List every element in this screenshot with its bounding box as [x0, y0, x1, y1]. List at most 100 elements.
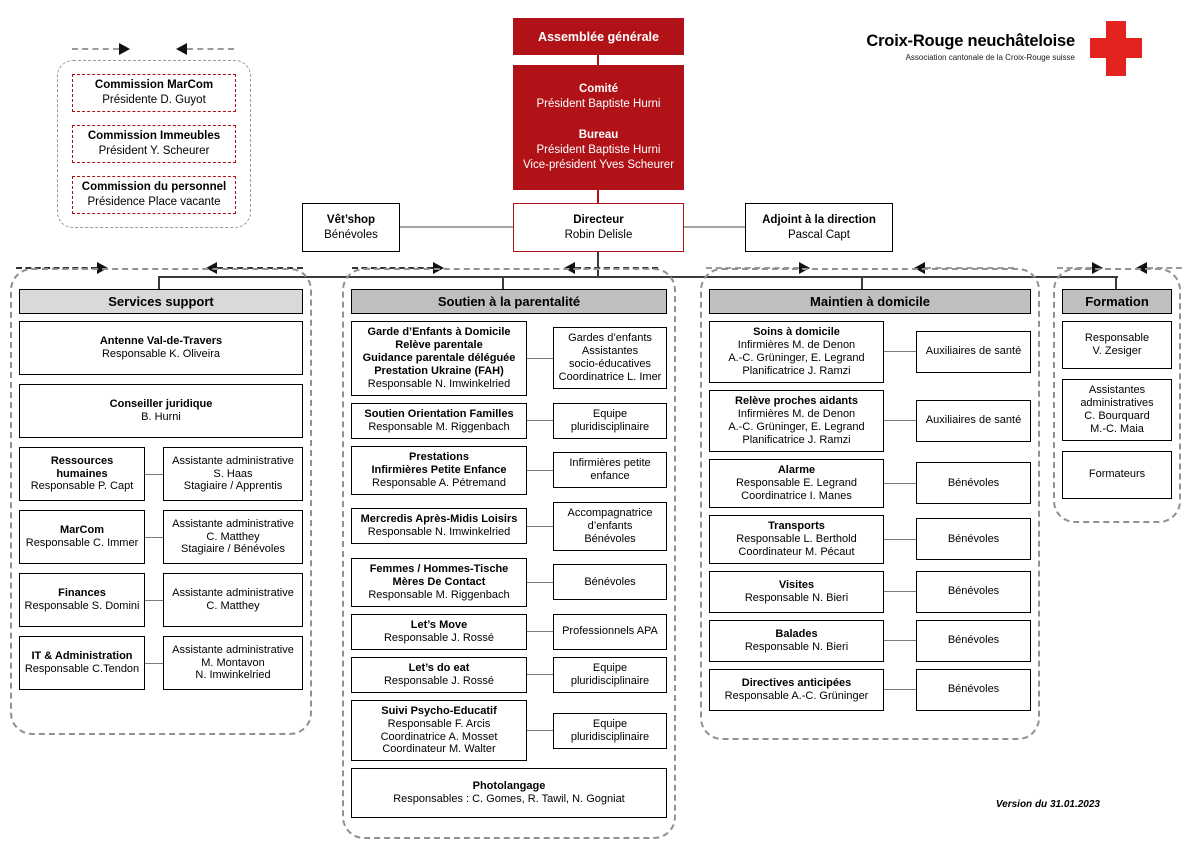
pair-connector-line — [884, 591, 916, 593]
box-title-line: humaines — [56, 467, 108, 480]
box-text-line: N. Imwinkelried — [195, 669, 271, 682]
box-text-line: Gardes d’enfants — [568, 332, 652, 345]
box-text-line: Responsable — [1084, 332, 1150, 345]
box-title-line: Prestation Ukraine (FAH) — [374, 364, 504, 377]
box-text-line: M.-C. Maia — [1090, 422, 1144, 435]
box-title-line: Let’s do eat — [408, 661, 470, 674]
box-text-line: Responsable A. Pétremand — [372, 476, 506, 489]
box-title-line: Prestations — [409, 450, 469, 463]
box-title-line: Soins à domicile — [753, 326, 840, 338]
box-formateurs: Formateurs — [1062, 450, 1172, 499]
box-text-line: Responsable J. Rossé — [383, 674, 495, 687]
adjoint-title: Adjoint à la direction — [762, 213, 876, 226]
box-text-line: Responsables : C. Gomes, R. Tawil, N. Go… — [393, 793, 625, 806]
pair-connector-line — [884, 640, 916, 642]
redbox-line: Vice-président Yves Scheurer — [522, 158, 675, 171]
box-text-line: Responsable N. Imwinkelried — [367, 526, 511, 539]
box-text-line: Responsable N. Imwinkelried — [367, 377, 511, 390]
pair-connector-line — [884, 538, 916, 540]
column-header-soutien-parentalite: Soutien à la parentalité — [351, 289, 667, 314]
connector-line — [861, 276, 863, 290]
box-text-line: Assistantes — [581, 345, 639, 358]
vetshop-sub: Bénévoles — [324, 228, 378, 241]
box-text-line: pluridisciplinaire — [570, 730, 650, 743]
box-text-line: C. Bourquard — [1084, 409, 1150, 422]
box-text-line: Formateurs — [1088, 468, 1146, 481]
redbox-line: Président Baptiste Hurni — [536, 98, 661, 111]
box-title-line: Infirmières Petite Enfance — [371, 463, 507, 476]
connector-line — [597, 55, 599, 65]
flow-arrow-left-icon — [176, 43, 234, 56]
box-text-line: Bénévoles — [947, 634, 1000, 647]
box-text-line: Assistante administrative — [172, 517, 294, 530]
pair-connector-line — [527, 730, 553, 731]
box-text-line: Président Y. Scheurer — [98, 145, 210, 157]
box-text-line: Assistante administrative — [172, 587, 294, 600]
directeur-box: Directeur Robin Delisle — [513, 203, 684, 252]
pair-connector-line — [145, 536, 163, 538]
column-header-services-support: Services support — [19, 289, 303, 314]
box-text-line: Accompagnatrice — [567, 506, 653, 519]
redbox-line: Bureau — [578, 128, 619, 141]
box-title-line: Mères De Contact — [392, 575, 486, 588]
connector-line — [1115, 276, 1117, 290]
box-text-line: Assistante administrative — [172, 454, 294, 467]
box-text-line: Bénévoles — [947, 683, 1000, 696]
box-text-line: Présidence Place vacante — [87, 196, 221, 208]
box-text-line: C. Matthey — [206, 530, 260, 543]
box-text-line: Bénévoles — [947, 585, 1000, 598]
box-text-line: Responsable N. Bieri — [744, 591, 849, 604]
box-text-line: Coordinateur M. Walter — [382, 743, 496, 756]
box-text-line: A.-C. Grüninger, E. Legrand — [728, 351, 865, 364]
box-text-line: Bénévoles — [584, 532, 636, 545]
box-text-line: Equipe — [592, 717, 628, 730]
box-title-line: Soutien Orientation Familles — [364, 407, 514, 420]
box-title-line: Photolangage — [472, 780, 546, 793]
box-title-line: MarCom — [59, 524, 104, 537]
redbox-line — [513, 112, 684, 127]
box-text-line: Responsable C.Tendon — [24, 663, 140, 675]
connector-line — [597, 252, 599, 276]
spine-line — [158, 276, 1118, 278]
adjoint-direction-box: Adjoint à la direction Pascal Capt — [745, 203, 893, 252]
box-title-line: Relève proches aidants — [735, 394, 858, 407]
box-text-line: Responsable L. Berthold — [736, 532, 857, 545]
box-text-line: Responsable E. Legrand — [735, 476, 858, 489]
box-text-line: administratives — [1080, 396, 1154, 409]
box-text-line: Présidente D. Guyot — [102, 94, 206, 106]
box-benevoles: Bénévoles — [916, 668, 1031, 711]
assemblee-generale-label: Assemblée générale — [538, 29, 659, 44]
box-text-line: socio-éducatives — [569, 358, 651, 371]
box-benevoles: Bénévoles — [916, 518, 1031, 561]
pair-connector-line — [527, 631, 553, 633]
pair-connector-line — [527, 469, 553, 471]
box-title-line: Commission MarCom — [94, 79, 214, 92]
box-title-line: Mercredis Après-Midis Loisirs — [360, 513, 518, 526]
assemblee-generale-box: Assemblée générale — [513, 18, 684, 55]
pair-connector-line — [527, 581, 553, 583]
box-text-line: Professionnels APA — [562, 625, 658, 638]
box-title-line: Antenne Val-de-Travers — [99, 335, 223, 348]
